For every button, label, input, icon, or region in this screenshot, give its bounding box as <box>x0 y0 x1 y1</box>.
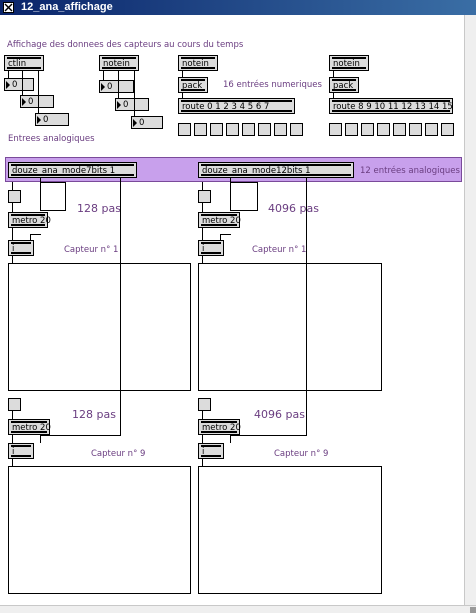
sensor-label: Capteur n° 1 <box>64 245 119 255</box>
toggle-box[interactable] <box>8 190 21 203</box>
int-object[interactable]: i <box>8 240 34 256</box>
int-object[interactable]: i <box>198 240 224 256</box>
toggle-box[interactable] <box>409 123 422 136</box>
analog-12-comment: 12 entrées analogiques <box>360 166 460 176</box>
int-object[interactable]: i <box>198 443 224 459</box>
toggle-box[interactable] <box>274 123 287 136</box>
toggle-box[interactable] <box>377 123 390 136</box>
metro-object[interactable]: metro 20 <box>198 212 241 228</box>
window-title: 12_ana_affichage <box>21 1 113 13</box>
sensor-label: Capteur n° 9 <box>91 449 146 459</box>
metro-object[interactable]: metro 20 <box>198 419 241 435</box>
analog-inputs-comment: Entrees analogiques <box>8 134 95 144</box>
resolution-label: 4096 pas <box>268 202 319 215</box>
toggle-box[interactable] <box>198 190 211 203</box>
toggle-box[interactable] <box>242 123 255 136</box>
toggle-box[interactable] <box>194 123 207 136</box>
numeric-inputs-comment: 16 entrées numeriques <box>223 80 322 90</box>
pack-object[interactable]: pack <box>178 77 208 93</box>
sensor-graph[interactable] <box>8 263 191 391</box>
number-box[interactable]: 0 <box>35 113 69 126</box>
toggle-box[interactable] <box>198 398 211 411</box>
toggle-box[interactable] <box>210 123 223 136</box>
mode12bits-object[interactable]: douze_ana_mode12bits 1 <box>198 162 354 178</box>
notein-object[interactable]: notein <box>329 55 369 71</box>
route-object[interactable]: route 8 9 10 11 12 13 14 15 <box>329 98 453 114</box>
metro-object[interactable]: metro 20 <box>8 419 51 435</box>
toggle-box[interactable] <box>345 123 358 136</box>
mode7bits-object[interactable]: douze_ana_mode7bits 1 <box>8 162 137 178</box>
window-title-bar[interactable]: 12_ana_affichage <box>0 0 476 15</box>
notein-object[interactable]: notein <box>99 55 139 71</box>
int-object[interactable]: i <box>8 443 34 459</box>
sensor-graph[interactable] <box>198 466 382 594</box>
toggle-box[interactable] <box>425 123 438 136</box>
resolution-label: 4096 pas <box>254 408 305 421</box>
toggle-box[interactable] <box>258 123 271 136</box>
toggle-box[interactable] <box>290 123 303 136</box>
toggle-box[interactable] <box>361 123 374 136</box>
toggle-box[interactable] <box>8 398 21 411</box>
toggle-box[interactable] <box>393 123 406 136</box>
toggle-box[interactable] <box>178 123 191 136</box>
horizontal-scrollbar[interactable] <box>0 605 476 613</box>
toggle-box[interactable] <box>329 123 342 136</box>
number-box[interactable]: 0 <box>99 80 134 93</box>
close-icon[interactable] <box>3 2 14 13</box>
number-box[interactable]: 0 <box>4 78 34 91</box>
number-box[interactable]: 0 <box>20 95 54 108</box>
vertical-scrollbar[interactable] <box>464 15 476 605</box>
toggle-box[interactable] <box>226 123 239 136</box>
ctlin-object[interactable]: ctlin <box>4 55 44 71</box>
resolution-label: 128 pas <box>77 202 121 215</box>
sensor-label: Capteur n° 1 <box>252 245 307 255</box>
sensor-graph[interactable] <box>198 263 382 391</box>
header-comment: Affichage des donnees des capteurs au co… <box>7 40 244 50</box>
toggle-box[interactable] <box>441 123 454 136</box>
notein-object[interactable]: notein <box>178 55 218 71</box>
route-object[interactable]: route 0 1 2 3 4 5 6 7 <box>178 98 295 114</box>
number-box[interactable]: 0 <box>131 116 163 129</box>
sensor-label: Capteur n° 9 <box>274 449 329 459</box>
sensor-graph[interactable] <box>8 466 191 594</box>
resize-grip-icon[interactable] <box>470 607 476 613</box>
resolution-label: 128 pas <box>72 408 116 421</box>
metro-object[interactable]: metro 20 <box>8 212 51 228</box>
number-box[interactable]: 0 <box>115 98 149 111</box>
pack-object[interactable]: pack <box>329 77 359 93</box>
